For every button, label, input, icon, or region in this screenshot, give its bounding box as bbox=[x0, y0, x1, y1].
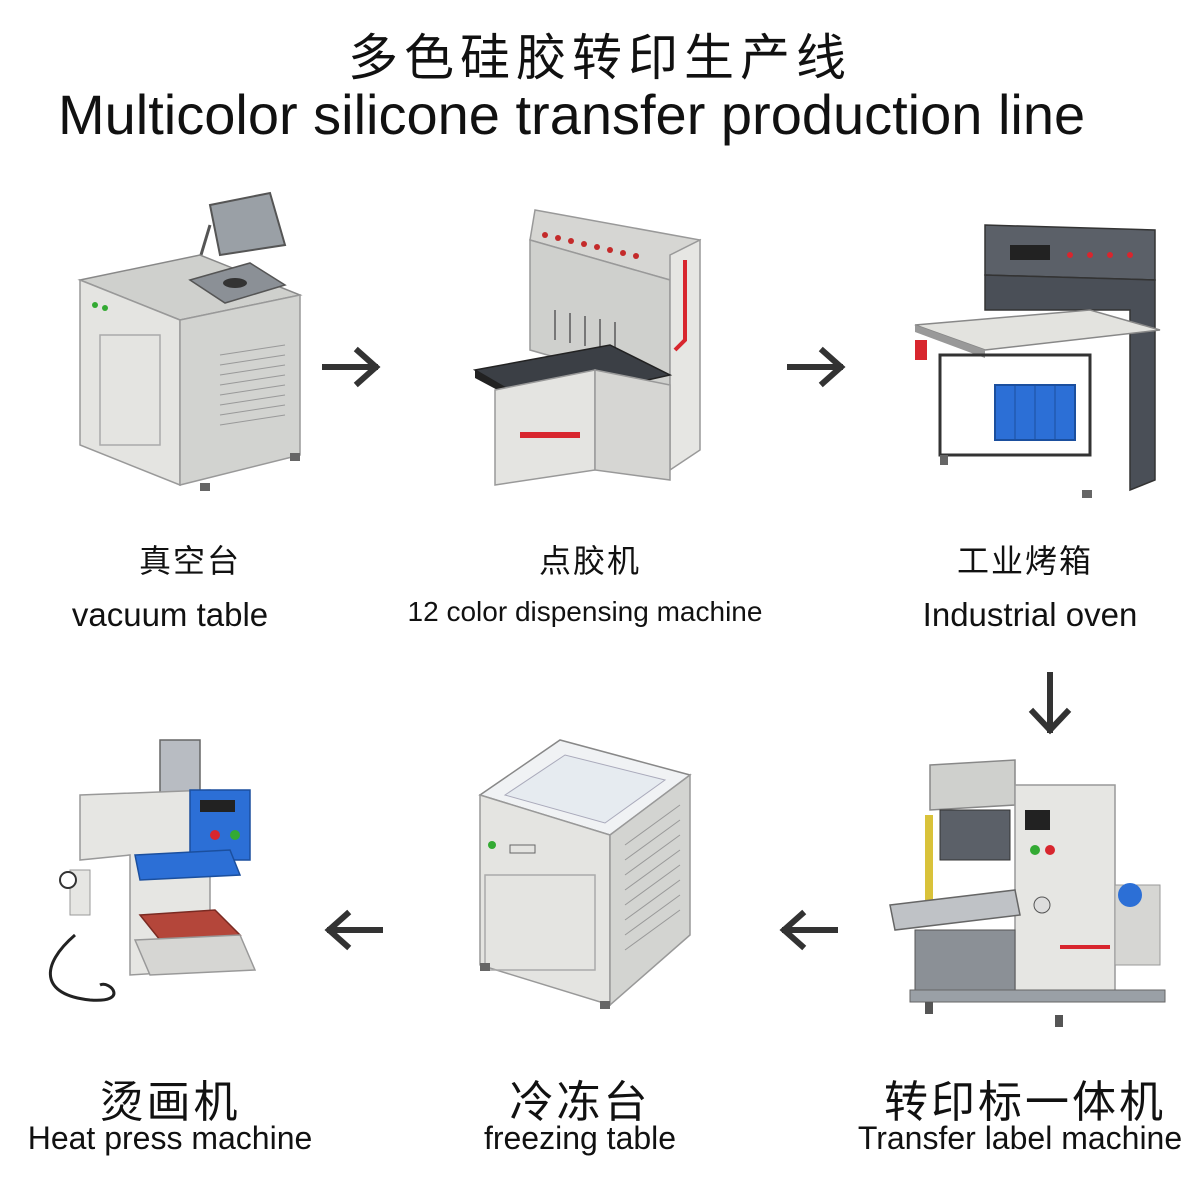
industrial-oven-icon bbox=[910, 220, 1170, 500]
transfer-label-machine-icon bbox=[885, 755, 1170, 1030]
step-label-english: Industrial oven bbox=[922, 596, 1138, 633]
step-label-chinese: 烫画机 bbox=[99, 1077, 241, 1128]
title-english: Multicolor silicone transfer production … bbox=[58, 83, 1086, 146]
step-label-chinese: 点胶机 bbox=[538, 542, 641, 580]
step-label-chinese: 冷冻台 bbox=[509, 1077, 651, 1128]
dispensing-machine-icon bbox=[470, 200, 710, 500]
arrow-left-icon bbox=[775, 908, 840, 953]
step-label-chinese: 转印标一体机 bbox=[884, 1077, 1166, 1128]
arrow-right-icon bbox=[320, 345, 385, 390]
step-label-chinese: 真空台 bbox=[138, 542, 241, 580]
step-label-english: Heat press machine bbox=[27, 1120, 313, 1156]
freezing-table-icon bbox=[470, 735, 700, 1010]
step-label-english: freezing table bbox=[483, 1120, 677, 1156]
step-label-english: 12 color dispensing machine bbox=[407, 596, 763, 627]
arrow-down-icon bbox=[1025, 670, 1075, 740]
title-chinese: 多色硅胶转印生产线 bbox=[348, 29, 852, 87]
vacuum-table-machine-icon bbox=[70, 185, 310, 495]
arrow-right-icon bbox=[785, 345, 850, 390]
step-label-chinese: 工业烤箱 bbox=[956, 542, 1093, 580]
heat-press-machine-icon bbox=[40, 735, 260, 1025]
step-label-english: vacuum table bbox=[71, 596, 269, 633]
arrow-left-icon bbox=[320, 908, 385, 953]
step-label-english: Transfer label machine bbox=[857, 1120, 1183, 1156]
